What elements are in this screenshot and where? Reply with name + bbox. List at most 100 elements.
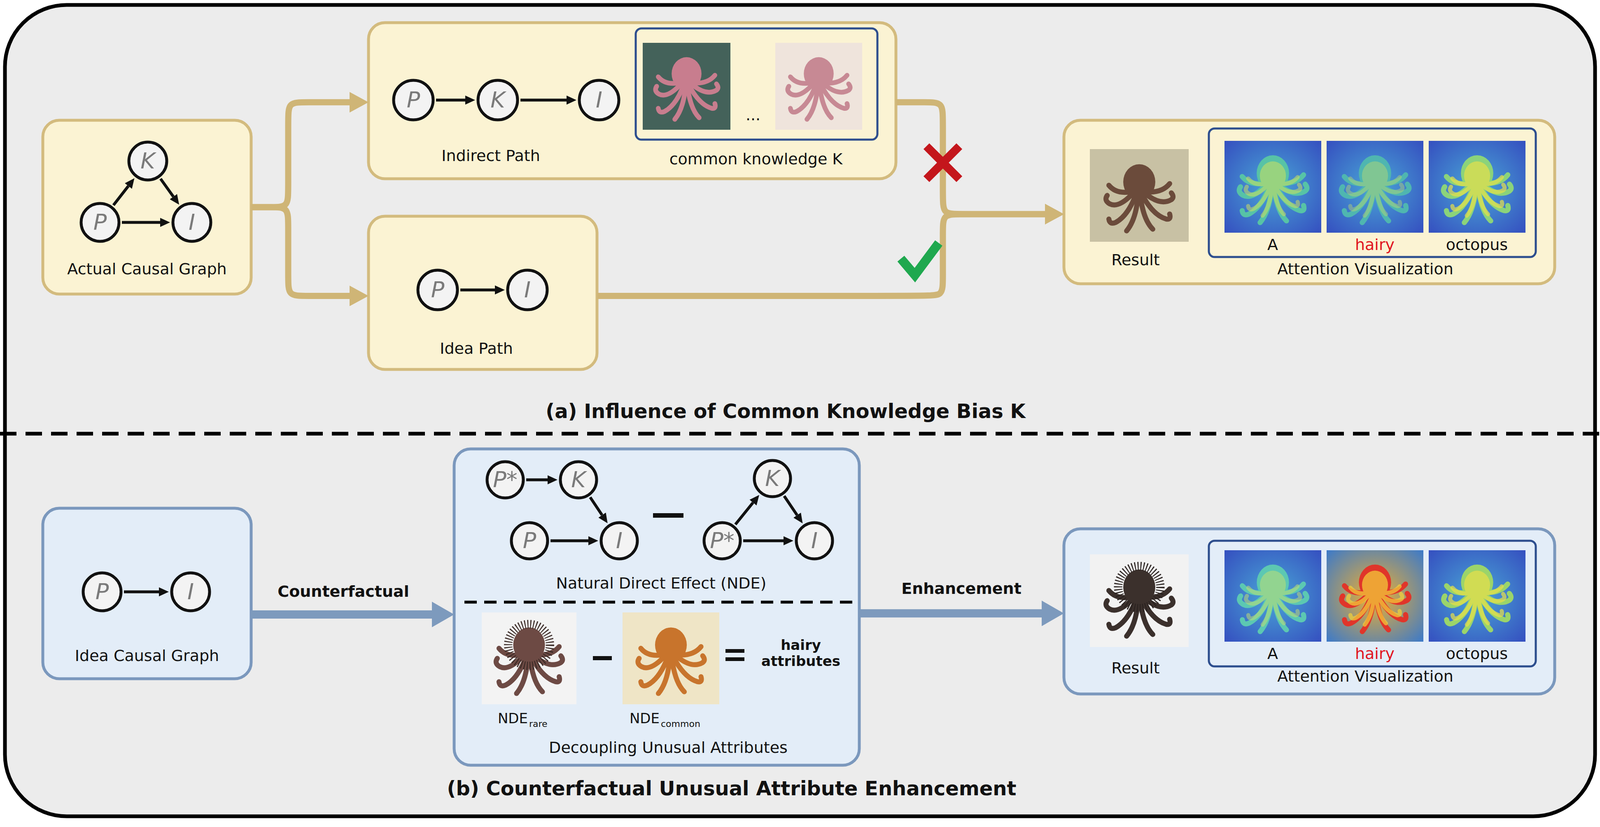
node-label: Decoupling Unusual Attributes [548, 738, 788, 757]
photo-ground [775, 42, 863, 130]
heat-core [1450, 570, 1505, 625]
equals-bar [725, 657, 745, 661]
image-panel: AhairyoctopusAttention Visualization [1208, 540, 1536, 689]
variable-circle: P [509, 520, 550, 561]
variable-letter: P [522, 529, 537, 552]
section-caption: (a) Influence of Common Knowledge Bias K [545, 399, 1026, 423]
attention-map [1428, 140, 1526, 233]
circle-shape [81, 203, 119, 242]
photo-ground [1089, 554, 1189, 647]
variable-letter: I [524, 278, 531, 301]
photo-ground [481, 612, 577, 705]
heat-core [1348, 570, 1403, 625]
variable-circle: I [599, 520, 640, 561]
box-shape [368, 22, 896, 179]
heat-octopus [1239, 155, 1307, 223]
circle-shape [796, 522, 833, 559]
group-box: AhairyoctopusAttention VisualizationResu… [1063, 528, 1555, 694]
attention-map [1326, 140, 1424, 233]
variable-letter: I [615, 529, 623, 552]
octopus-photo [775, 42, 863, 130]
node-label: Result [1111, 251, 1160, 270]
group-box: PKIcommon knowledge KIndirect Path [368, 22, 896, 179]
octopus [787, 57, 851, 120]
causal-arrow [784, 495, 798, 516]
illustrations [481, 42, 1526, 705]
variable-letter: I [188, 211, 196, 234]
causal-arrow [436, 98, 466, 102]
flow-arrow [251, 207, 350, 296]
accept-check [900, 242, 939, 276]
variable-letter: P [93, 211, 108, 234]
circle-shape [83, 572, 122, 611]
circle-shape [560, 461, 597, 498]
heat-ground [1224, 140, 1322, 233]
variable-circle: P* [485, 459, 525, 500]
variable-letter: P* [709, 529, 735, 552]
variable-circle: P [79, 201, 121, 243]
circle-shape [704, 522, 741, 559]
heat-ground [1428, 550, 1526, 642]
node-label: Idea Causal Graph [74, 646, 220, 665]
heat-ground [1326, 550, 1424, 642]
group-box: P I Idea Path [368, 216, 598, 370]
result-image [1089, 149, 1189, 242]
octopus-photo [642, 42, 731, 130]
octopus [1105, 569, 1174, 637]
result-image [1089, 554, 1189, 647]
inner-separator [464, 600, 853, 604]
node-label: Idea Path [439, 339, 514, 358]
node-label: hairy attributes [761, 636, 841, 670]
variable-letter: P [406, 88, 421, 112]
circle-shape [478, 80, 518, 120]
causal-arrow [550, 539, 589, 543]
node-label: octopus [1446, 644, 1508, 663]
heat-core [1245, 161, 1301, 216]
attention-map [1326, 550, 1424, 642]
equals-bar [725, 648, 745, 653]
box-shape [1063, 120, 1555, 284]
node-label: Attention Visualization [1277, 260, 1454, 279]
causal-arrow [113, 186, 129, 206]
variable-letter: K [490, 88, 505, 112]
causal-arrow [160, 178, 174, 197]
variable-circle: P [416, 268, 460, 312]
attention-map [1428, 550, 1526, 642]
node-label: A [1267, 235, 1279, 255]
causal-arrow [123, 590, 159, 594]
annotation: ... [745, 106, 761, 125]
octopus [496, 627, 563, 693]
circle-shape [417, 270, 458, 310]
circle-shape [507, 270, 548, 310]
variable-circle: K [476, 78, 520, 122]
photo-ground [1089, 149, 1189, 242]
octopus [655, 57, 719, 120]
node-label: hairy [1355, 235, 1395, 255]
heat-octopus [1239, 564, 1307, 632]
group-box: P I Idea Causal Graph [42, 508, 252, 679]
annotation: NDE [629, 710, 660, 727]
variable-circle: I [577, 78, 621, 122]
variable-circle: K [558, 459, 599, 500]
heat-ground [1224, 550, 1322, 642]
node-label: Attention Visualization [1277, 667, 1454, 686]
circle-shape [511, 522, 548, 559]
causal-arrow [520, 98, 567, 102]
attention-map [1224, 140, 1322, 233]
photo-ground [622, 612, 720, 705]
variable-circle: I [170, 571, 212, 613]
circle-shape [393, 80, 434, 120]
variable-letter: P [431, 278, 445, 301]
circle-shape [128, 142, 167, 180]
panel-border [1208, 128, 1536, 257]
variable-letter: I [187, 580, 194, 603]
variable-circle: P [81, 571, 123, 613]
variable-circle: K [752, 458, 793, 499]
nde-rare-image [481, 612, 577, 705]
section-caption: (b) Counterfactual Unusual Attribute Enh… [447, 776, 1017, 800]
variable-letter: K [571, 468, 586, 491]
box-shape [368, 216, 598, 370]
group-box: KPIActual Causal Graph [42, 120, 252, 294]
box-shape [454, 448, 860, 766]
